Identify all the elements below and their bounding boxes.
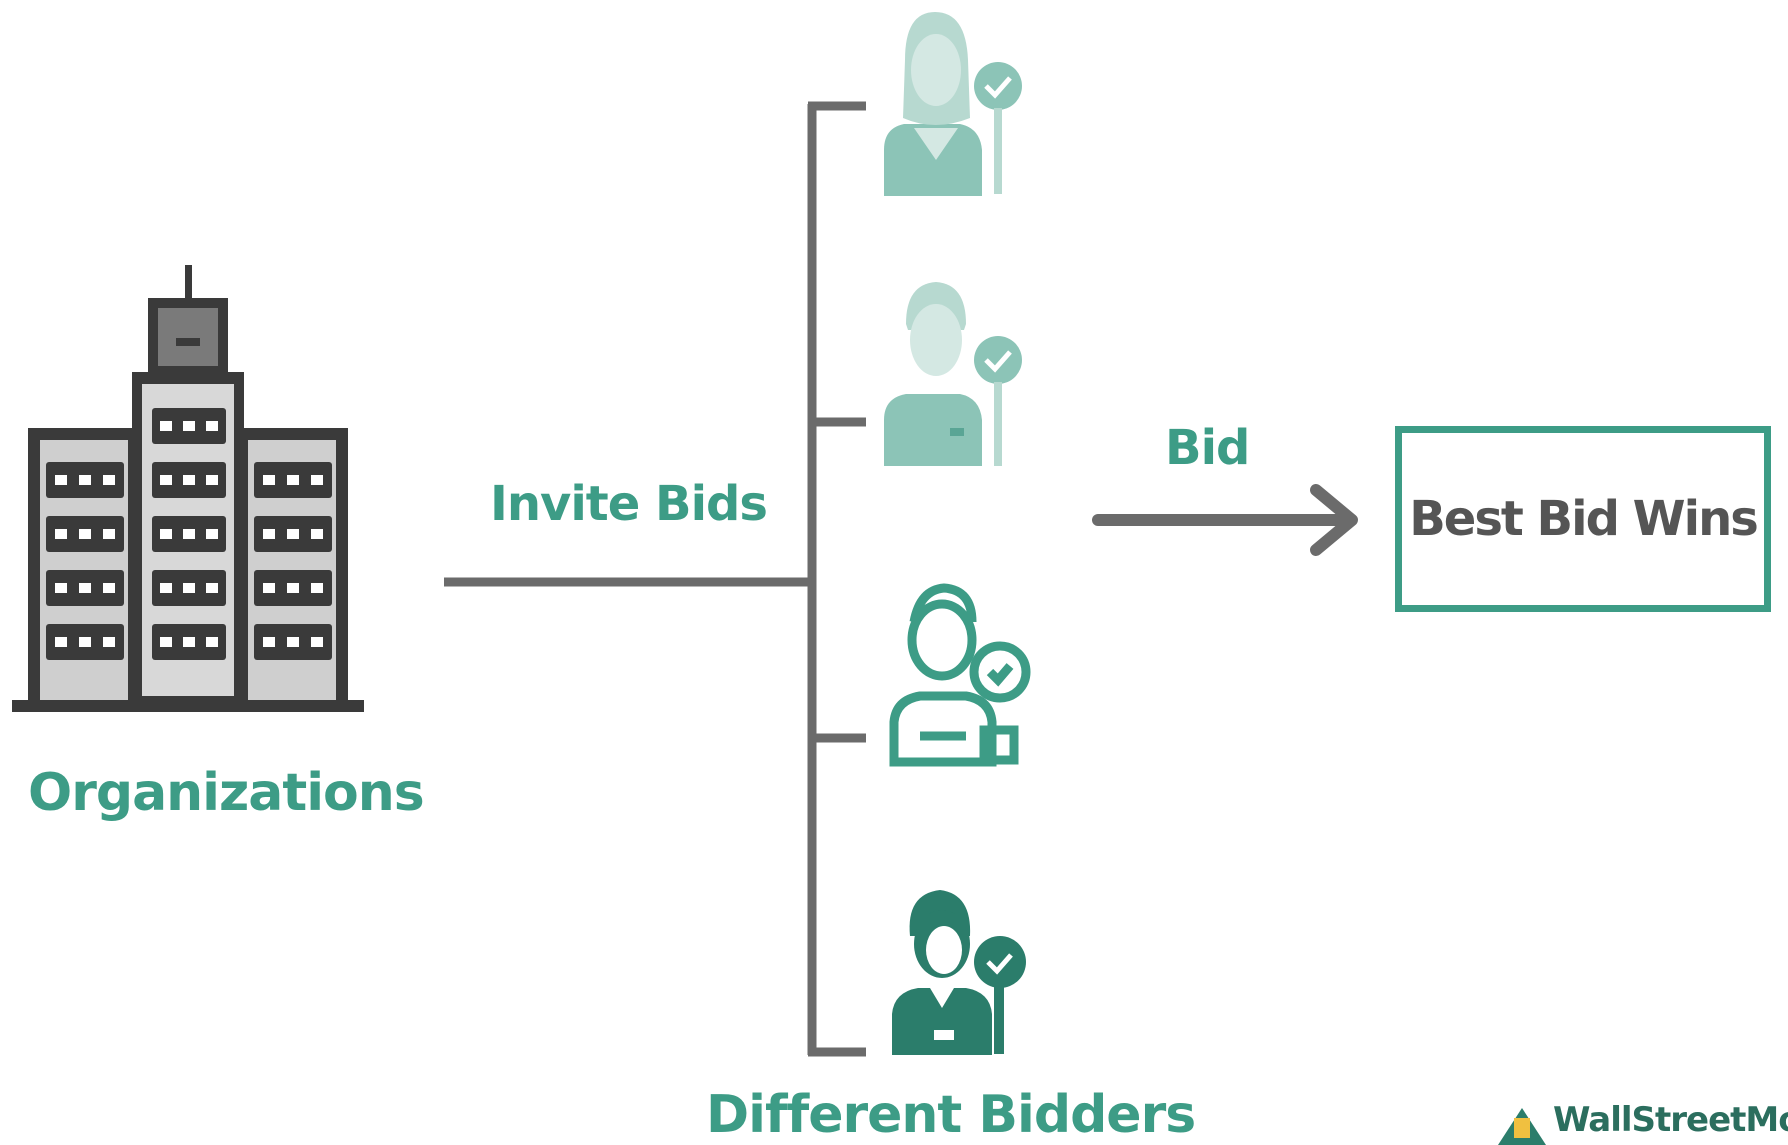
bidder-outline-icon: [889, 583, 1031, 767]
bid-label: Bid: [1165, 420, 1250, 476]
organizations-label: Organizations: [28, 763, 425, 823]
invite-bids-label: Invite Bids: [490, 476, 768, 532]
bidder-solid-icon: [892, 890, 1026, 1055]
female-bidder-icon: [884, 12, 1022, 196]
wallstreetmojo-logo-icon: [1498, 1108, 1546, 1145]
wallstreetmojo-logo: WallStreetMo: [1495, 1103, 1788, 1137]
office-building-icon: [12, 265, 364, 712]
connector-lines: [444, 101, 866, 1057]
best-bid-wins-box: Best Bid Wins: [1395, 426, 1771, 612]
different-bidders-label: Different Bidders: [706, 1085, 1196, 1145]
right-arrow-icon: [1092, 484, 1358, 556]
logo-text: WallStreetMo: [1553, 1100, 1788, 1140]
best-bid-wins-label: Best Bid Wins: [1409, 491, 1759, 547]
male-bidder-icon: [884, 282, 1022, 466]
